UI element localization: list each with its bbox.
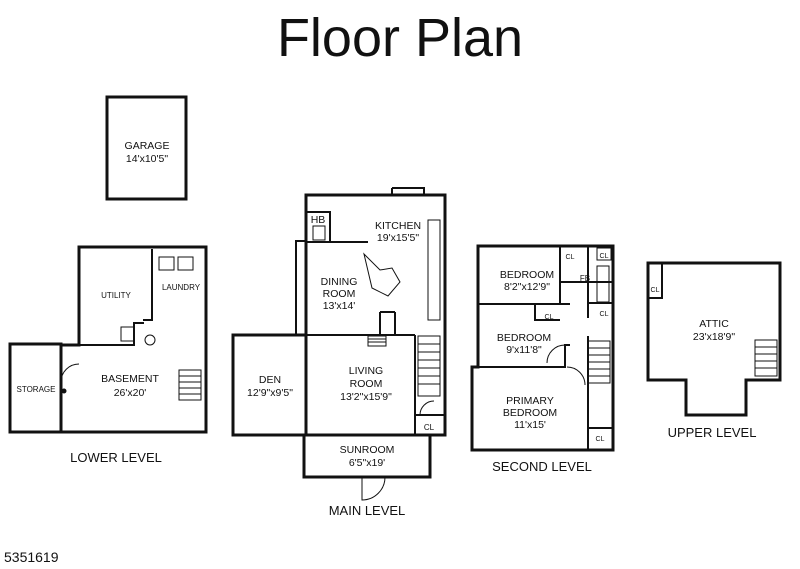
bedroom2-dims: 9'x11'8" xyxy=(506,344,542,356)
closet-door xyxy=(419,400,435,416)
primary-closet-label: CL xyxy=(596,436,605,443)
kitchen-dims: 19'x15'5" xyxy=(377,232,419,244)
front-door xyxy=(361,476,386,501)
dryer xyxy=(177,256,194,271)
page-title: Floor Plan xyxy=(276,8,524,68)
utility-wall xyxy=(79,322,144,346)
stair-wall xyxy=(379,311,396,335)
primary-label: PRIMARY xyxy=(506,395,554,407)
kitchen-island xyxy=(363,252,401,297)
listing-id: 5351619 xyxy=(4,549,59,565)
garage-dims: 14'x10'5" xyxy=(126,153,168,165)
dining-label: DINING xyxy=(321,276,358,288)
storage-door xyxy=(60,363,80,383)
main-interior-walls xyxy=(306,241,415,336)
primary-label-2: BEDROOM xyxy=(503,407,557,419)
laundry-label: LAUNDRY xyxy=(162,283,201,292)
living-dims: 13'2"x15'9" xyxy=(340,391,392,403)
kitchen-bay xyxy=(391,187,425,195)
basement-dims: 26'x20' xyxy=(114,387,147,399)
sunroom-label: SUNROOM xyxy=(340,444,395,456)
living-label-2: ROOM xyxy=(350,378,383,390)
lower-level-label: LOWER LEVEL xyxy=(70,450,162,465)
kitchen-label: KITCHEN xyxy=(375,220,421,232)
second-level-label: SECOND LEVEL xyxy=(492,459,592,474)
main-closet-label: CL xyxy=(424,423,435,432)
living-label: LIVING xyxy=(349,365,383,377)
closet-d-label: CL xyxy=(600,253,609,260)
hb-wall xyxy=(306,211,331,242)
bedroom1-label: BEDROOM xyxy=(500,269,554,281)
closet-b-label: CL xyxy=(545,314,554,321)
closet-c-label: CL xyxy=(600,311,609,318)
main-stairs xyxy=(417,335,441,397)
attic-dims: 23'x18'9" xyxy=(693,331,735,343)
dining-dims: 13'x14' xyxy=(323,300,356,312)
water-heater xyxy=(144,334,156,346)
garage-outline xyxy=(105,95,188,201)
garage-label: GARAGE xyxy=(125,140,170,152)
hb-toilet xyxy=(312,225,326,241)
den-label: DEN xyxy=(259,374,281,386)
bedroom1-dims: 8'2"x12'9" xyxy=(504,281,550,293)
closet-b-wall xyxy=(534,304,560,321)
storage-outline xyxy=(8,342,63,434)
washer xyxy=(158,256,175,271)
utility-unit xyxy=(120,326,135,342)
attic-closet-wall xyxy=(648,263,663,299)
fb-tub xyxy=(596,265,610,303)
attic-label: ATTIC xyxy=(699,318,729,330)
basement-label: BASEMENT xyxy=(101,373,159,385)
fb-label: FB xyxy=(580,274,590,283)
attic-stairs xyxy=(754,339,778,377)
hall-walls xyxy=(587,336,613,450)
den-dims: 12'9"x9'5" xyxy=(247,387,293,399)
dining-label-2: ROOM xyxy=(323,288,356,300)
main-level-label: MAIN LEVEL xyxy=(329,503,406,518)
den-outline xyxy=(231,333,308,437)
attic-outline xyxy=(646,261,782,417)
bedroom2-door xyxy=(546,344,566,364)
basement-stairs xyxy=(178,369,202,401)
sunroom-outline xyxy=(302,433,432,479)
landing-steps xyxy=(367,335,387,347)
primary-door xyxy=(566,366,586,386)
bath-walls xyxy=(559,246,613,318)
upper-level-label: UPPER LEVEL xyxy=(668,425,757,440)
attic-closet-label: CL xyxy=(651,287,660,294)
storage-knob xyxy=(61,388,67,394)
bedroom2-label: BEDROOM xyxy=(497,332,551,344)
utility-label: UTILITY xyxy=(101,291,131,300)
primary-dims: 11'x15' xyxy=(514,419,546,431)
second-bedroom-walls xyxy=(478,303,570,368)
kitchen-counter xyxy=(427,219,441,321)
sunroom-dims: 6'5"x19' xyxy=(349,457,385,469)
storage-label: STORAGE xyxy=(17,385,56,394)
hb-label: HB xyxy=(311,214,326,226)
laundry-wall xyxy=(143,249,153,321)
fb-sink xyxy=(596,247,612,261)
closet-a-label: CL xyxy=(566,254,575,261)
